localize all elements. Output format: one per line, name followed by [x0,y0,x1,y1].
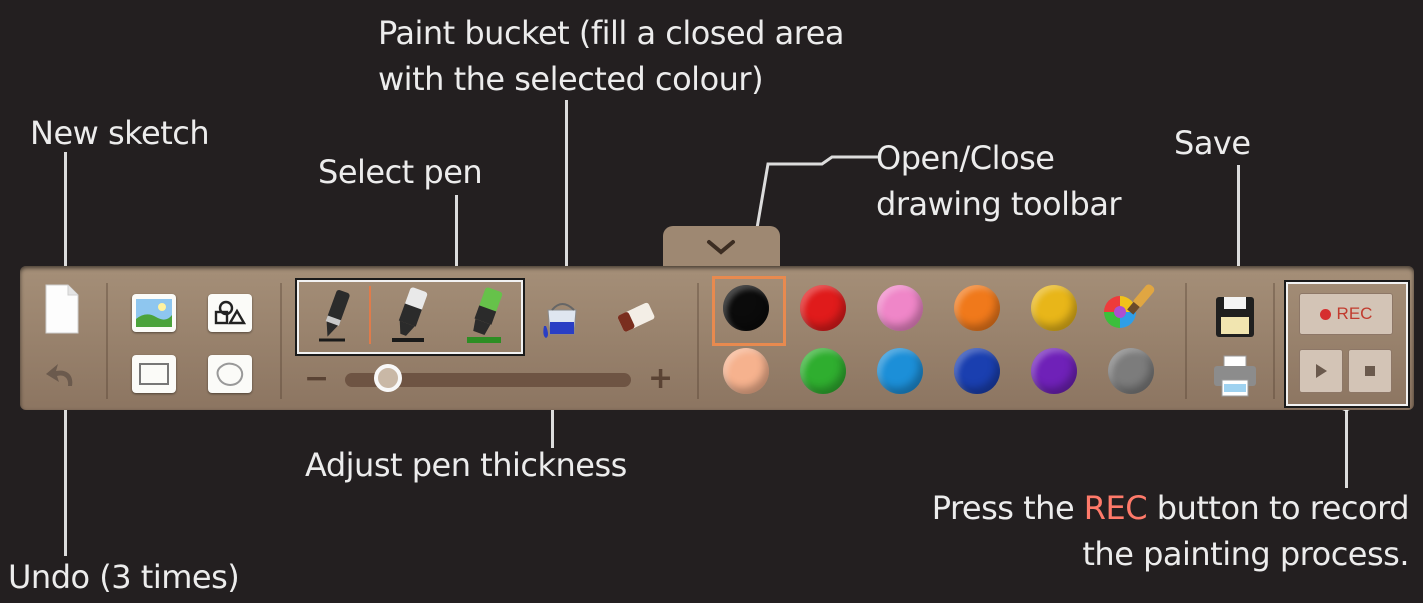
thickness-slider-track[interactable] [345,373,631,387]
color-swatch[interactable] [1031,285,1077,331]
callout-adjust-thickness: Adjust pen thickness [305,446,627,484]
thickness-decrease[interactable]: − [304,361,330,396]
leader-adjust-thickness [551,380,554,448]
stop-button[interactable] [1348,349,1392,393]
divider-5 [1273,283,1275,399]
selected-color-frame [712,276,786,346]
color-swatch[interactable] [954,348,1000,394]
color-swatch[interactable] [800,285,846,331]
eraser-icon [617,302,655,332]
divider-4 [1185,283,1187,399]
leader-new-sketch [64,152,67,286]
custom-color-button[interactable] [1100,282,1156,338]
drawing-toolbar [20,266,1414,410]
save-button[interactable] [1210,295,1260,339]
paint-bucket-button[interactable] [540,296,590,340]
toggle-toolbar-tab[interactable] [663,226,780,270]
chevron-down-icon [707,240,735,255]
stop-icon [1365,366,1375,376]
freeform-shape-icon [216,362,244,386]
rectangle-icon [139,363,169,385]
color-swatch[interactable] [723,285,769,331]
shapes-button[interactable] [208,294,252,332]
callout-open-close-line2: drawing toolbar [876,185,1122,224]
rec-button-label: REC [1336,304,1373,323]
highlighter-icon [467,287,503,343]
thickness-increase[interactable]: + [648,361,674,396]
color-swatch[interactable] [800,348,846,394]
thickness-slider-knob[interactable] [373,364,402,392]
recording-panel [1284,280,1410,408]
new-sketch-button[interactable] [44,283,80,335]
play-icon [1316,364,1327,378]
callout-new-sketch: New sketch [30,114,210,152]
leader-save [1237,165,1240,293]
divider-3 [697,283,699,399]
callout-select-pen: Select pen [318,153,483,191]
color-swatch[interactable] [954,285,1000,331]
freeform-shape-button[interactable] [208,355,252,393]
callout-undo: Undo (3 times) [8,558,240,596]
background-image-button[interactable] [132,294,176,332]
callout-save: Save [1174,124,1251,162]
color-swatch[interactable] [877,348,923,394]
marker-icon [392,287,428,342]
rectangle-button[interactable] [132,355,176,393]
rec-button[interactable]: REC [1299,293,1393,335]
new-page-icon [45,284,79,334]
floppy-disk-icon [1216,297,1254,337]
callout-open-close-line1: Open/Close [876,139,1055,177]
callout-rec-line2: the painting process. [1082,535,1409,574]
pen-marker-button[interactable] [380,286,440,346]
color-swatch[interactable] [1031,348,1077,394]
color-swatch[interactable] [1108,348,1154,394]
undo-button[interactable] [42,360,82,392]
callout-rec-line1: Press the REC button to record [931,489,1410,527]
callout-paint-bucket: Paint bucket (fill a closed area with th… [378,10,844,103]
eraser-button[interactable] [614,300,660,338]
divider-1 [106,283,108,399]
record-dot-icon [1319,308,1331,320]
callout-paint-bucket-line2: with the selected colour) [378,60,764,99]
pen-fine-button[interactable] [305,286,365,346]
divider-2 [280,283,282,399]
color-swatch[interactable] [723,348,769,394]
leader-open-close [754,155,878,235]
print-button[interactable] [1210,354,1260,398]
fine-pen-icon [319,290,350,342]
shapes-icon [214,300,247,325]
pen-highlighter-button[interactable] [455,286,515,346]
color-picker-brush-icon [1104,284,1155,328]
pen-selector [295,278,525,356]
leader-rec [1345,402,1348,488]
paint-bucket-icon [543,303,577,338]
callout-open-close: Open/Close drawing toolbar [876,135,1122,228]
play-button[interactable] [1299,349,1343,393]
leader-paint-bucket [565,100,568,288]
leader-undo [64,388,67,556]
pen-separator [369,286,371,344]
callout-rec: Press the REC button to record the paint… [931,485,1410,578]
leader-select-pen [455,195,458,280]
landscape-icon [136,299,172,327]
printer-icon [1214,355,1256,397]
undo-icon [46,364,73,386]
color-swatch[interactable] [877,285,923,331]
callout-rec-word: REC [1083,489,1148,527]
callout-paint-bucket-line1: Paint bucket (fill a closed area [378,14,844,52]
